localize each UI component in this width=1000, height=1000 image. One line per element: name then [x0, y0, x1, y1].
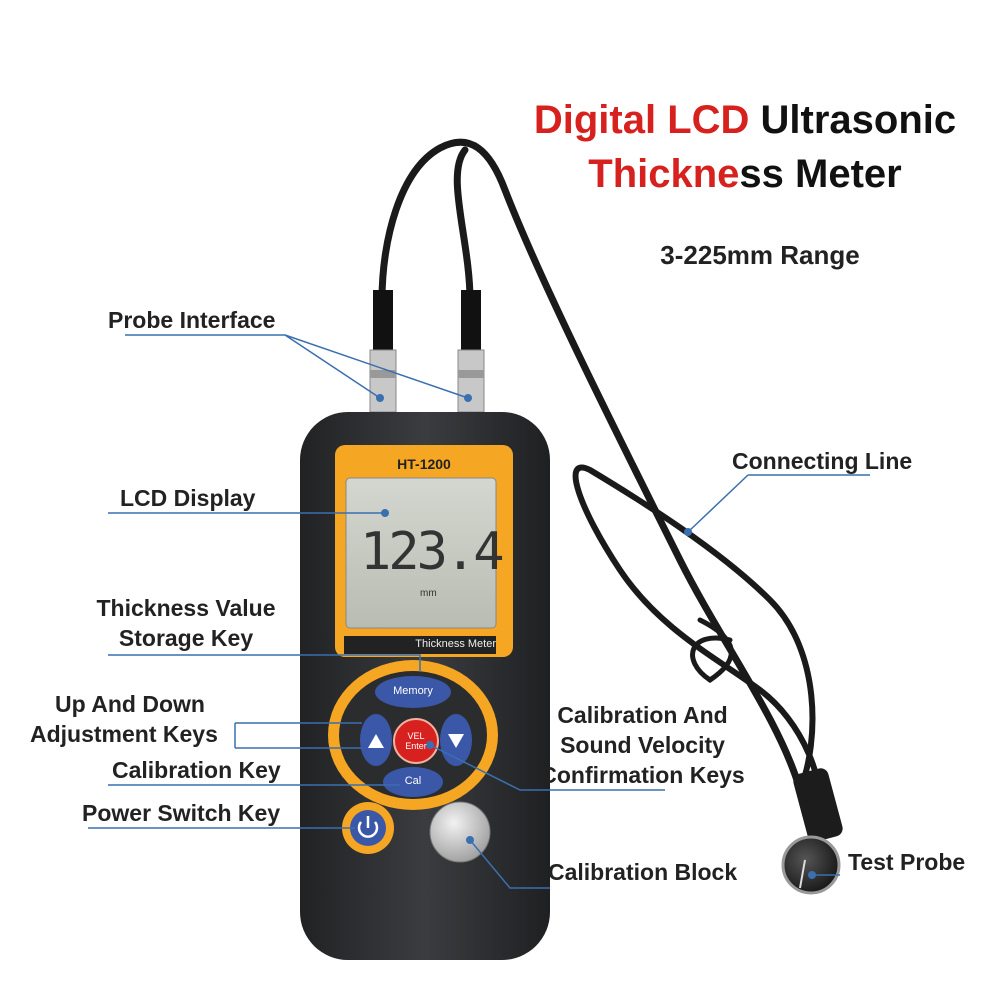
label-thickness-value-1: Thickness Value: [96, 595, 276, 621]
panel-label: Thickness Meter: [415, 638, 496, 650]
title-black-part-2: ss Meter: [739, 152, 902, 196]
title-line-2: Thickness Meter: [510, 150, 980, 198]
vel-key-label: VEL: [407, 731, 425, 741]
vel-enter-key: [393, 718, 439, 764]
down-arrow-icon: [448, 734, 464, 748]
up-arrow-icon: [368, 734, 384, 748]
label-up-down-1: Up And Down: [55, 691, 205, 717]
memory-key: [375, 676, 451, 708]
label-lcd-display: LCD Display: [120, 485, 256, 511]
label-power-switch: Power Switch Key: [82, 800, 281, 826]
label-cal-sound-2: Sound Velocity: [560, 732, 725, 758]
title-black-part: Ultrasonic: [760, 98, 957, 142]
label-cal-sound-3: Confirmation Keys: [540, 762, 745, 788]
probe-connectors: [369, 290, 485, 413]
label-test-probe: Test Probe: [848, 849, 966, 875]
label-calibration-block: Calibration Block: [548, 859, 738, 885]
memory-key-label: Memory: [393, 685, 433, 697]
label-connecting-line: Connecting Line: [732, 448, 913, 474]
leader-lines: [88, 334, 870, 889]
title-red-part: Digital LCD: [533, 98, 750, 142]
label-calibration-key: Calibration Key: [112, 757, 281, 783]
cal-key-label: Cal: [404, 775, 422, 787]
power-icon: [357, 821, 379, 838]
cal-key: [383, 767, 443, 797]
label-probe-interface: Probe Interface: [108, 307, 276, 333]
label-up-down-2: Adjustment Keys: [30, 721, 218, 747]
range-subtitle: 3-225mm Range: [660, 240, 860, 270]
label-thickness-value-2: Storage Key: [118, 625, 254, 651]
lcd-reading: 123.4: [360, 522, 505, 582]
lcd-unit: mm: [420, 588, 437, 599]
cable: [378, 138, 825, 843]
test-probe-head: [781, 835, 841, 895]
title-line-1: Digital LCD Ultrasonic: [510, 96, 980, 144]
label-cal-sound-1: Calibration And: [557, 702, 728, 728]
model-label: HT-1200: [397, 456, 451, 472]
enter-key-label: Enter: [405, 741, 427, 751]
title-red-part-2: Thickne: [588, 152, 740, 196]
